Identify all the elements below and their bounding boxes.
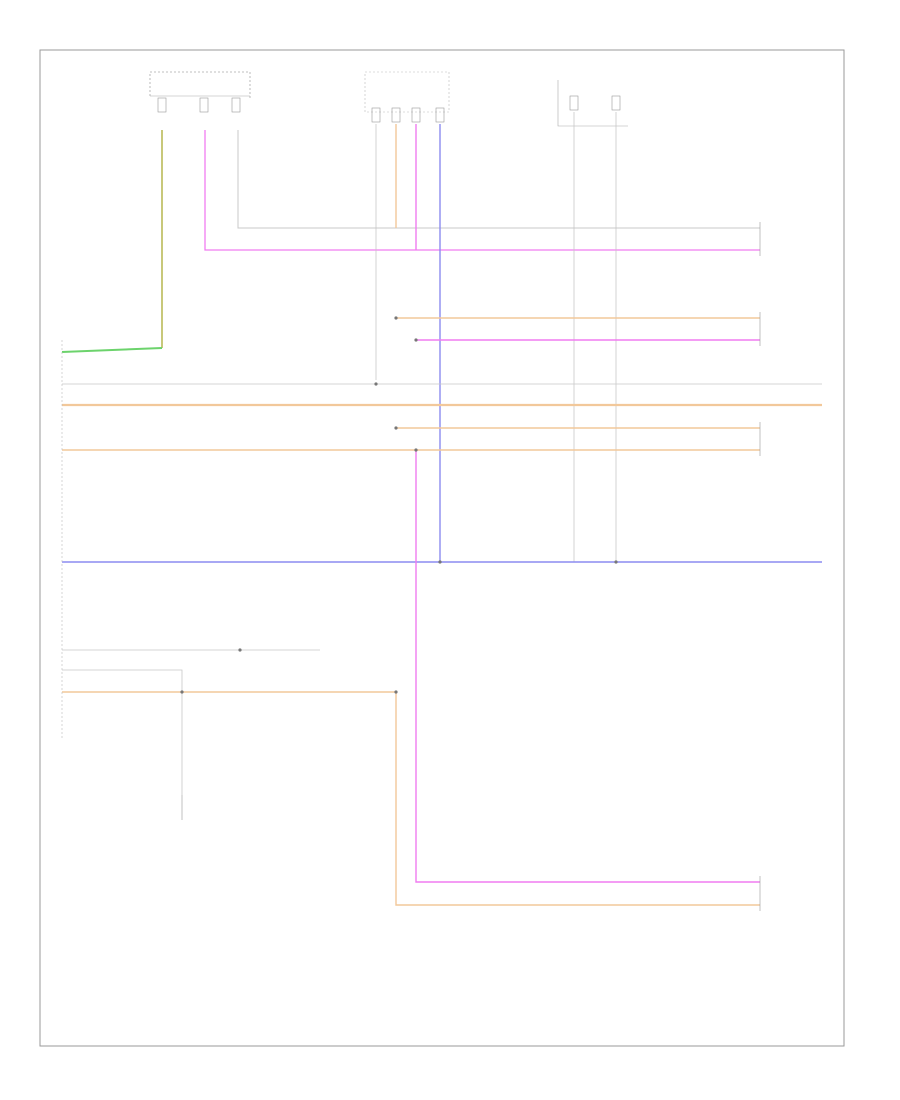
wire-pink-long — [415, 450, 760, 883]
top-right-module — [557, 80, 628, 127]
splice-points — [180, 316, 618, 694]
lower-left-wires — [62, 649, 320, 795]
top-left-fuse-block — [149, 71, 251, 113]
right-module-drops — [573, 112, 617, 562]
wire-gray-top — [237, 130, 760, 229]
diagram-frame — [39, 49, 845, 1047]
horizontal-runs — [62, 317, 822, 563]
center-drops — [375, 124, 441, 562]
wire-orange-long — [62, 691, 760, 906]
wire-yellow-green — [61, 130, 163, 353]
top-center-connector — [364, 71, 450, 123]
wire-pink-top — [204, 130, 760, 251]
